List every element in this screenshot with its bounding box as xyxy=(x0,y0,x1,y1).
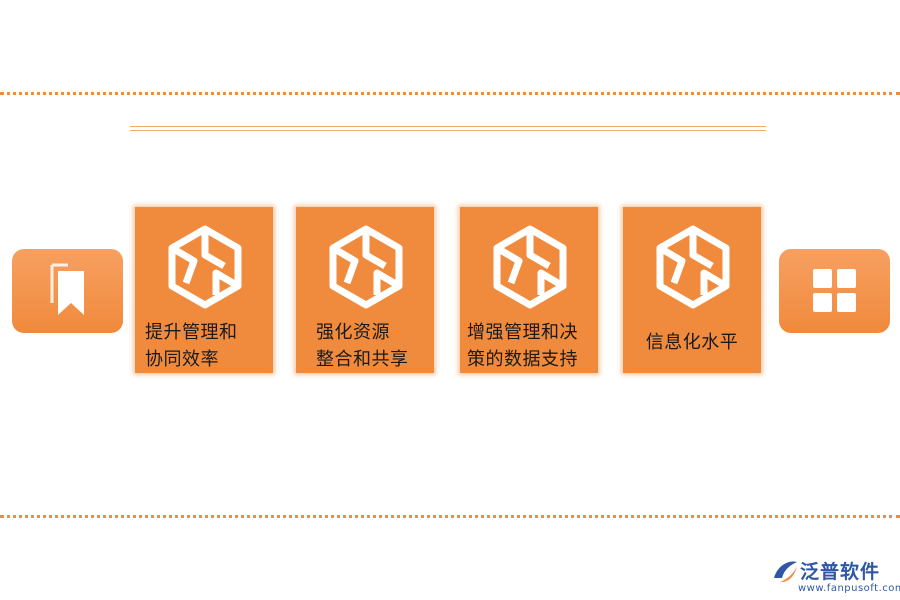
hexagon-knot-icon xyxy=(656,225,730,309)
card-label: 提升管理和 协同效率 xyxy=(145,319,267,373)
double-rule xyxy=(130,126,766,131)
bookmark-icon xyxy=(50,263,84,315)
left-icon-tile xyxy=(12,249,123,333)
brand-logo: 泛普软件 www.fanpusoft.com xyxy=(768,556,900,596)
dotted-divider-bottom xyxy=(0,515,900,518)
card-label-line: 协同效率 xyxy=(145,349,219,370)
hexagon-knot-icon xyxy=(168,225,242,309)
right-icon-tile xyxy=(779,249,890,333)
card-1: 提升管理和 协同效率 xyxy=(135,207,273,373)
grid-icon xyxy=(812,269,856,312)
hexagon-knot-icon xyxy=(329,225,403,309)
card-4: 信息化水平 xyxy=(623,207,761,373)
card-label: 强化资源 整合和共享 xyxy=(316,319,428,373)
brand-url: www.fanpusoft.com xyxy=(798,583,900,594)
card-3: 增强管理和决 策的数据支持 xyxy=(460,207,598,373)
card-label-line: 增强管理和决 xyxy=(467,322,578,343)
card-label-line: 强化资源 xyxy=(316,322,390,343)
card-label-line: 提升管理和 xyxy=(145,322,238,343)
hexagon-knot-icon xyxy=(493,225,567,309)
brand-mark-icon xyxy=(774,561,797,583)
card-2: 强化资源 整合和共享 xyxy=(296,207,434,373)
card-label-line: 整合和共享 xyxy=(316,349,409,370)
card-label: 信息化水平 xyxy=(623,329,761,356)
brand-name: 泛普软件 xyxy=(800,561,881,583)
card-label-line: 策的数据支持 xyxy=(467,349,578,370)
card-label-line: 信息化水平 xyxy=(645,332,739,353)
dotted-divider-top xyxy=(0,92,900,95)
card-label: 增强管理和决 策的数据支持 xyxy=(467,319,592,373)
